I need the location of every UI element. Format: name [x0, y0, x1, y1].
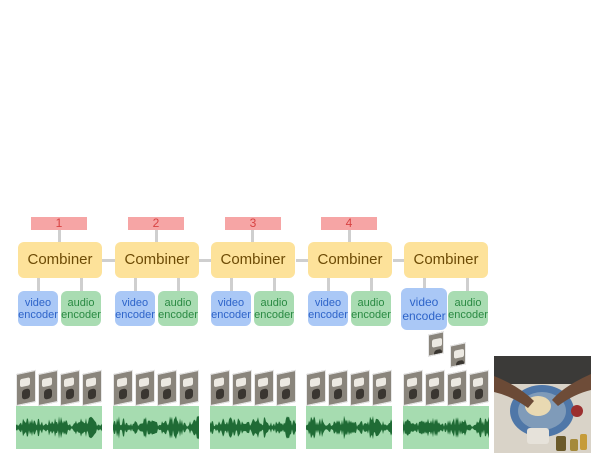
connector-3-4 [296, 259, 309, 262]
step-label-4: 4 [321, 217, 377, 230]
waveform-graphic [306, 415, 392, 440]
enc-link-4a [370, 278, 373, 291]
audio-encoder-2: audio encoder [158, 291, 198, 326]
video-frame-thumbnail [425, 369, 445, 407]
audio-encoder-5: audio encoder [448, 291, 488, 326]
enc-link-1v [37, 278, 40, 291]
video-frame-thumbnail [135, 369, 155, 407]
enc-link-4v [327, 278, 330, 291]
video-frame-thumbnail [469, 369, 489, 407]
audio-encoder-4: audio encoder [351, 291, 391, 326]
video-frame-thumbnail [372, 369, 392, 407]
waveform-graphic [16, 416, 102, 439]
combiner-2: Combiner [115, 242, 199, 278]
connector-2-3 [199, 259, 212, 262]
video-encoder-3: video encoder [211, 291, 251, 326]
combiner-5: Combiner [404, 242, 488, 278]
waveform-shape [306, 415, 392, 440]
audio-waveform-5 [403, 406, 489, 449]
connector-1-2 [102, 259, 116, 262]
enc-link-3v [230, 278, 233, 291]
video-frame-thumbnail [16, 369, 36, 407]
video-frame-thumbnail [82, 369, 102, 407]
video-frame-incoming [428, 331, 444, 357]
waveform-graphic [210, 416, 296, 439]
label-link-3 [251, 230, 254, 242]
video-frame-thumbnail [210, 369, 230, 407]
video-encoder-4: video encoder [308, 291, 348, 326]
video-frame-thumbnail [350, 369, 370, 407]
video-frame-incoming [450, 342, 466, 368]
step-label-3: 3 [225, 217, 281, 230]
video-frame-thumbnail [232, 369, 252, 407]
audio-encoder-3: audio encoder [254, 291, 294, 326]
enc-link-2v [134, 278, 137, 291]
combiner-1: Combiner [18, 242, 102, 278]
cooking-scene-image [494, 356, 591, 453]
video-frame-thumbnail [403, 369, 423, 407]
audio-waveform-2 [113, 406, 199, 449]
video-frame-thumbnail [276, 369, 296, 407]
enc-link-2a [177, 278, 180, 291]
enc-link-5v [423, 278, 426, 288]
waveform-shape [403, 416, 489, 439]
audio-waveform-3 [210, 406, 296, 449]
label-link-2 [155, 230, 158, 242]
video-frame-thumbnail [113, 369, 133, 407]
video-frame-thumbnail [157, 369, 177, 407]
video-encoder-5: video encoder [401, 288, 447, 330]
enc-link-3a [273, 278, 276, 291]
audio-encoder-1: audio encoder [61, 291, 101, 326]
video-encoder-2: video encoder [115, 291, 155, 326]
video-frame-thumbnail [306, 369, 326, 407]
label-link-1 [58, 230, 61, 242]
connector-4-5 [393, 259, 405, 262]
enc-link-5a [466, 278, 469, 291]
audio-waveform-4 [306, 406, 392, 449]
video-frame-thumbnail [179, 369, 199, 407]
label-link-4 [348, 230, 351, 242]
combiner-4: Combiner [308, 242, 392, 278]
waveform-shape [113, 415, 199, 440]
audio-waveform-1 [16, 406, 102, 449]
video-frame-thumbnail [60, 369, 80, 407]
video-frame-photo [494, 356, 591, 453]
video-encoder-1: video encoder [18, 291, 58, 326]
step-label-1: 1 [31, 217, 87, 230]
waveform-shape [16, 416, 102, 439]
enc-link-1a [80, 278, 83, 291]
waveform-shape [210, 416, 296, 439]
combiner-3: Combiner [211, 242, 295, 278]
video-frame-thumbnail [328, 369, 348, 407]
video-frame-thumbnail [254, 369, 274, 407]
step-label-2: 2 [128, 217, 184, 230]
waveform-graphic [113, 415, 199, 440]
video-frame-thumbnail [38, 369, 58, 407]
waveform-graphic [403, 416, 489, 439]
video-frame-thumbnail [447, 369, 467, 407]
